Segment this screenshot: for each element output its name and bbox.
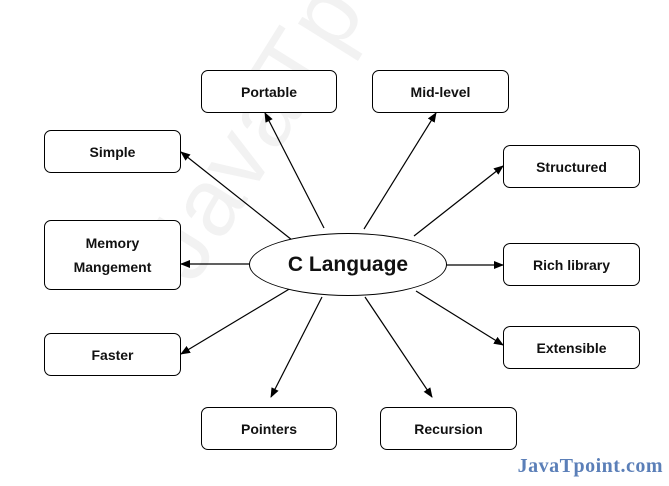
node-extensible: Extensible [503,326,640,369]
node-recursion: Recursion [380,407,517,450]
node-structured: Structured [503,145,640,188]
arrow-extensible [415,290,504,346]
brand-logo-text: JavaTpoint.com [517,455,663,477]
node-pointers: Pointers [201,407,337,450]
arrow-portable [264,112,325,229]
node-portable: Portable [201,70,337,113]
arrow-pointers [270,296,323,398]
arrow-simple [180,151,293,241]
arrow-structured [413,165,504,237]
arrow-midlevel [363,112,437,230]
center-node-c-language: C Language [249,233,447,296]
center-node-label: C Language [287,252,409,276]
node-faster: Faster [44,333,181,376]
node-rich-library: Rich library [503,243,640,286]
node-memory-management: Memory Mangement [44,220,181,290]
node-simple: Simple [44,130,181,173]
arrow-faster [180,287,292,355]
node-midlevel: Mid-level [372,70,509,113]
arrow-recursion [364,296,433,398]
